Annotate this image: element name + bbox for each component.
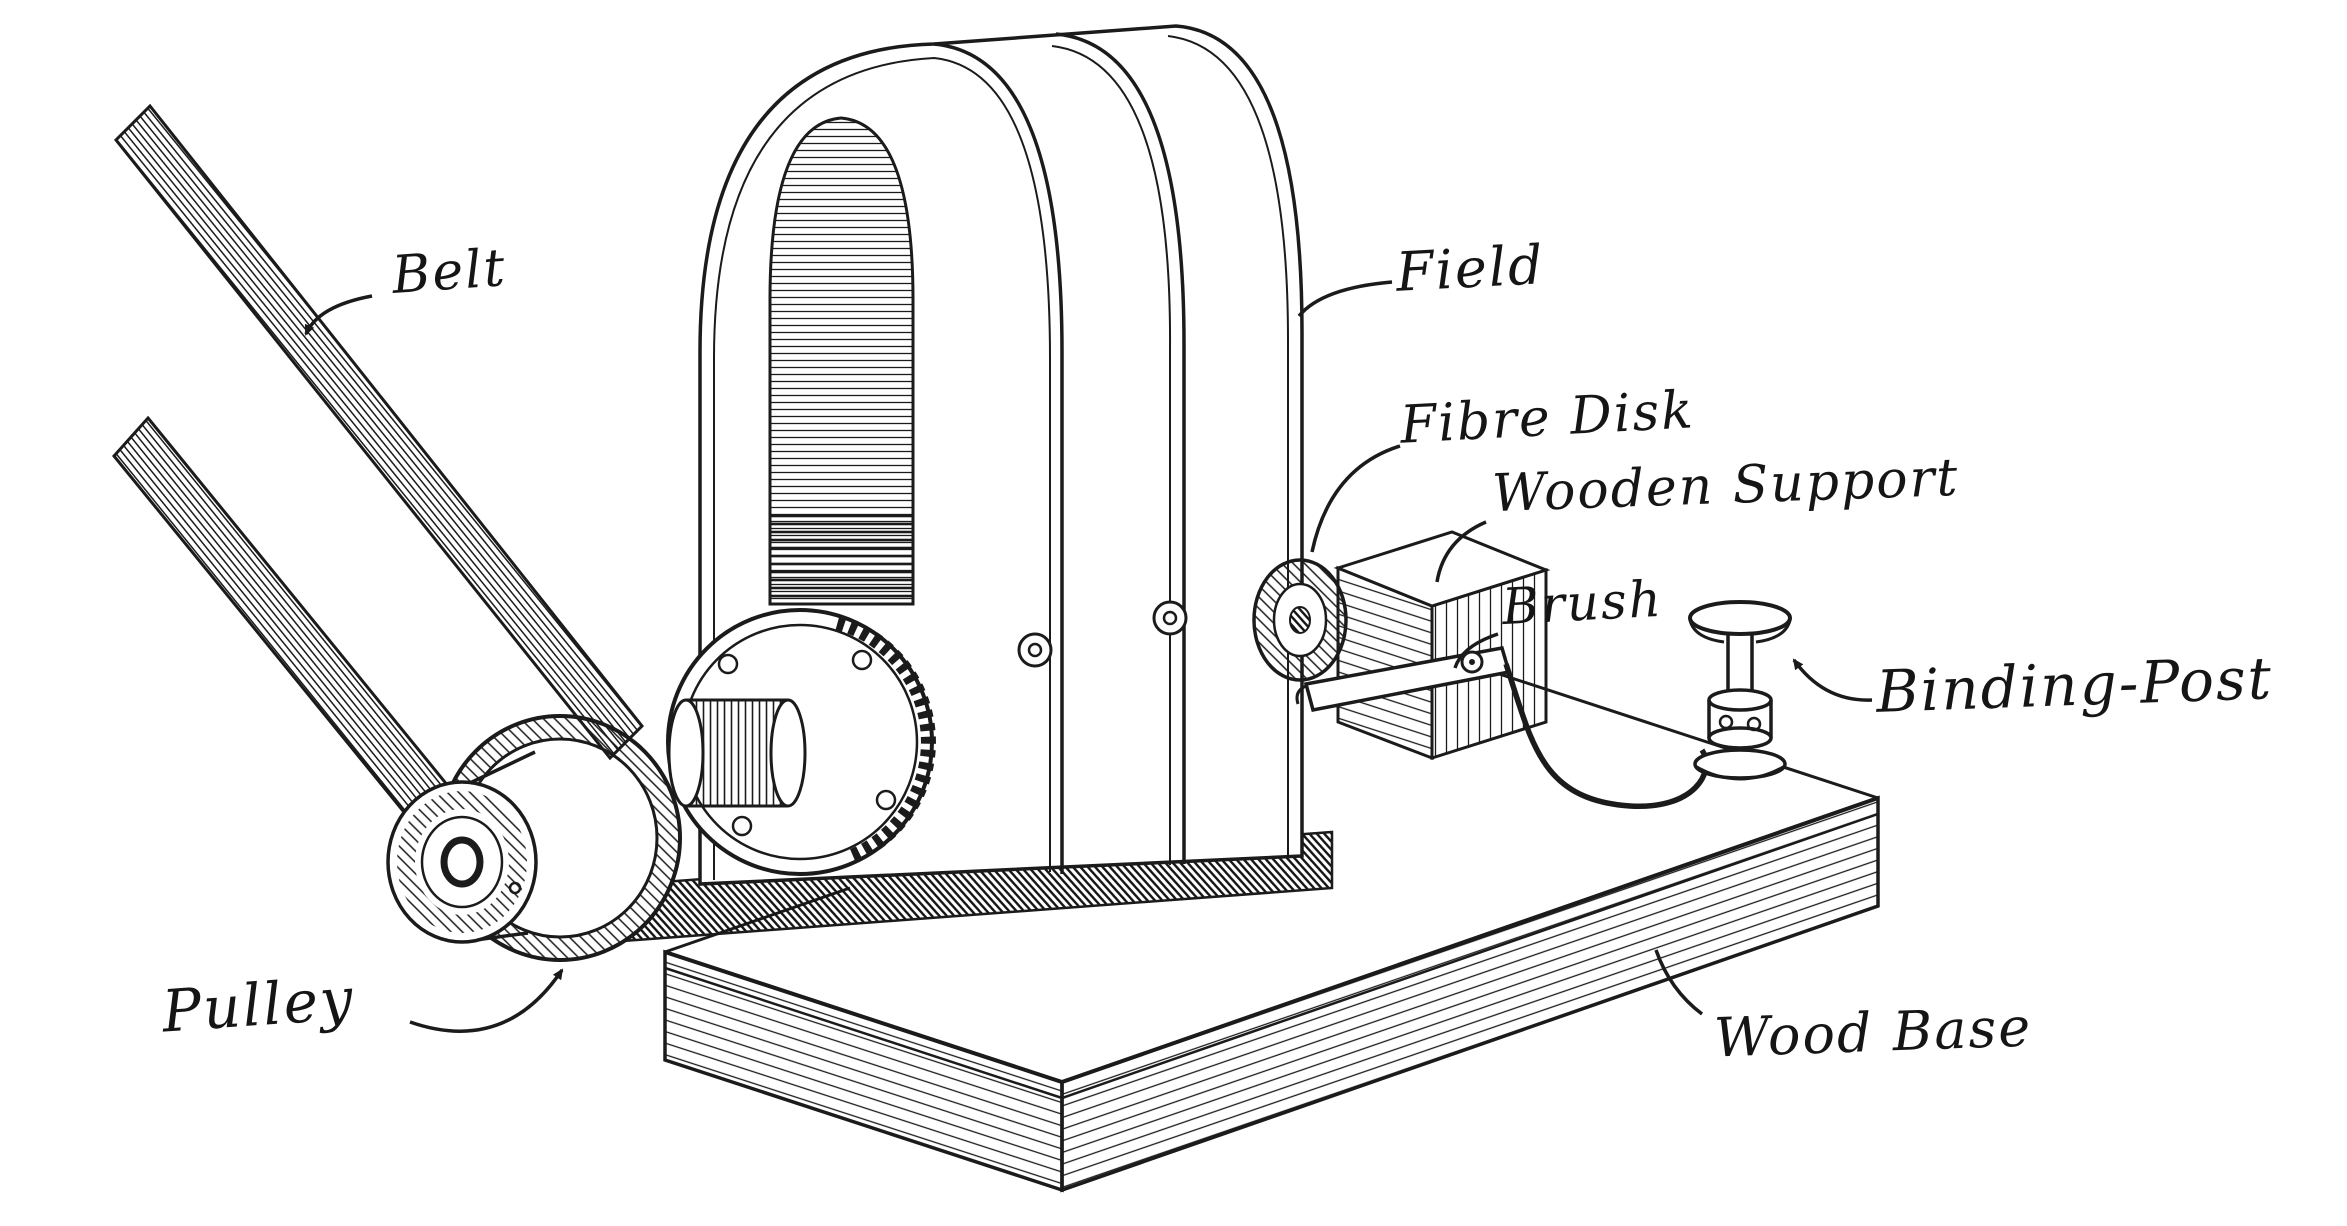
label-fibre-disk: Fibre Disk [1398, 380, 1697, 456]
fibre-disk [1252, 558, 1348, 682]
label-brush: Brush [1500, 569, 1665, 637]
label-wooden-support: Wooden Support [1491, 447, 1961, 525]
label-field: Field [1394, 233, 1547, 304]
clamp-bolt [1017, 632, 1053, 668]
disc-screw [717, 653, 739, 675]
binding-post [1688, 600, 1792, 781]
gear-rim [830, 613, 936, 863]
leader-wooden-support [1435, 520, 1487, 583]
label-belt: Belt [390, 238, 509, 306]
disc-screw [851, 649, 873, 671]
label-pulley: Pulley [159, 964, 357, 1046]
armature-window [768, 116, 915, 606]
leader-belt [304, 294, 373, 336]
leader-binding-post [1792, 658, 1873, 702]
leader-pulley [409, 968, 564, 1033]
leader-fibre-disk [1310, 444, 1401, 553]
shaft-hole [440, 836, 484, 888]
leader-lines [304, 280, 1873, 1033]
disc-screw [875, 789, 897, 811]
label-binding-post: Binding-Post [1874, 644, 2275, 726]
hub-screw [508, 881, 522, 895]
disc-screw [731, 815, 753, 837]
leader-field [1297, 280, 1393, 318]
pulley-hub [386, 750, 538, 944]
shaft-coupling [667, 698, 807, 808]
label-wood-base: Wood Base [1712, 995, 2034, 1070]
brush-wire [1503, 663, 1709, 809]
clamp-bolt [1152, 600, 1188, 636]
binding-post-knob [1688, 600, 1792, 636]
leader-brush [1453, 632, 1499, 669]
leader-wood-base [1654, 949, 1704, 1016]
